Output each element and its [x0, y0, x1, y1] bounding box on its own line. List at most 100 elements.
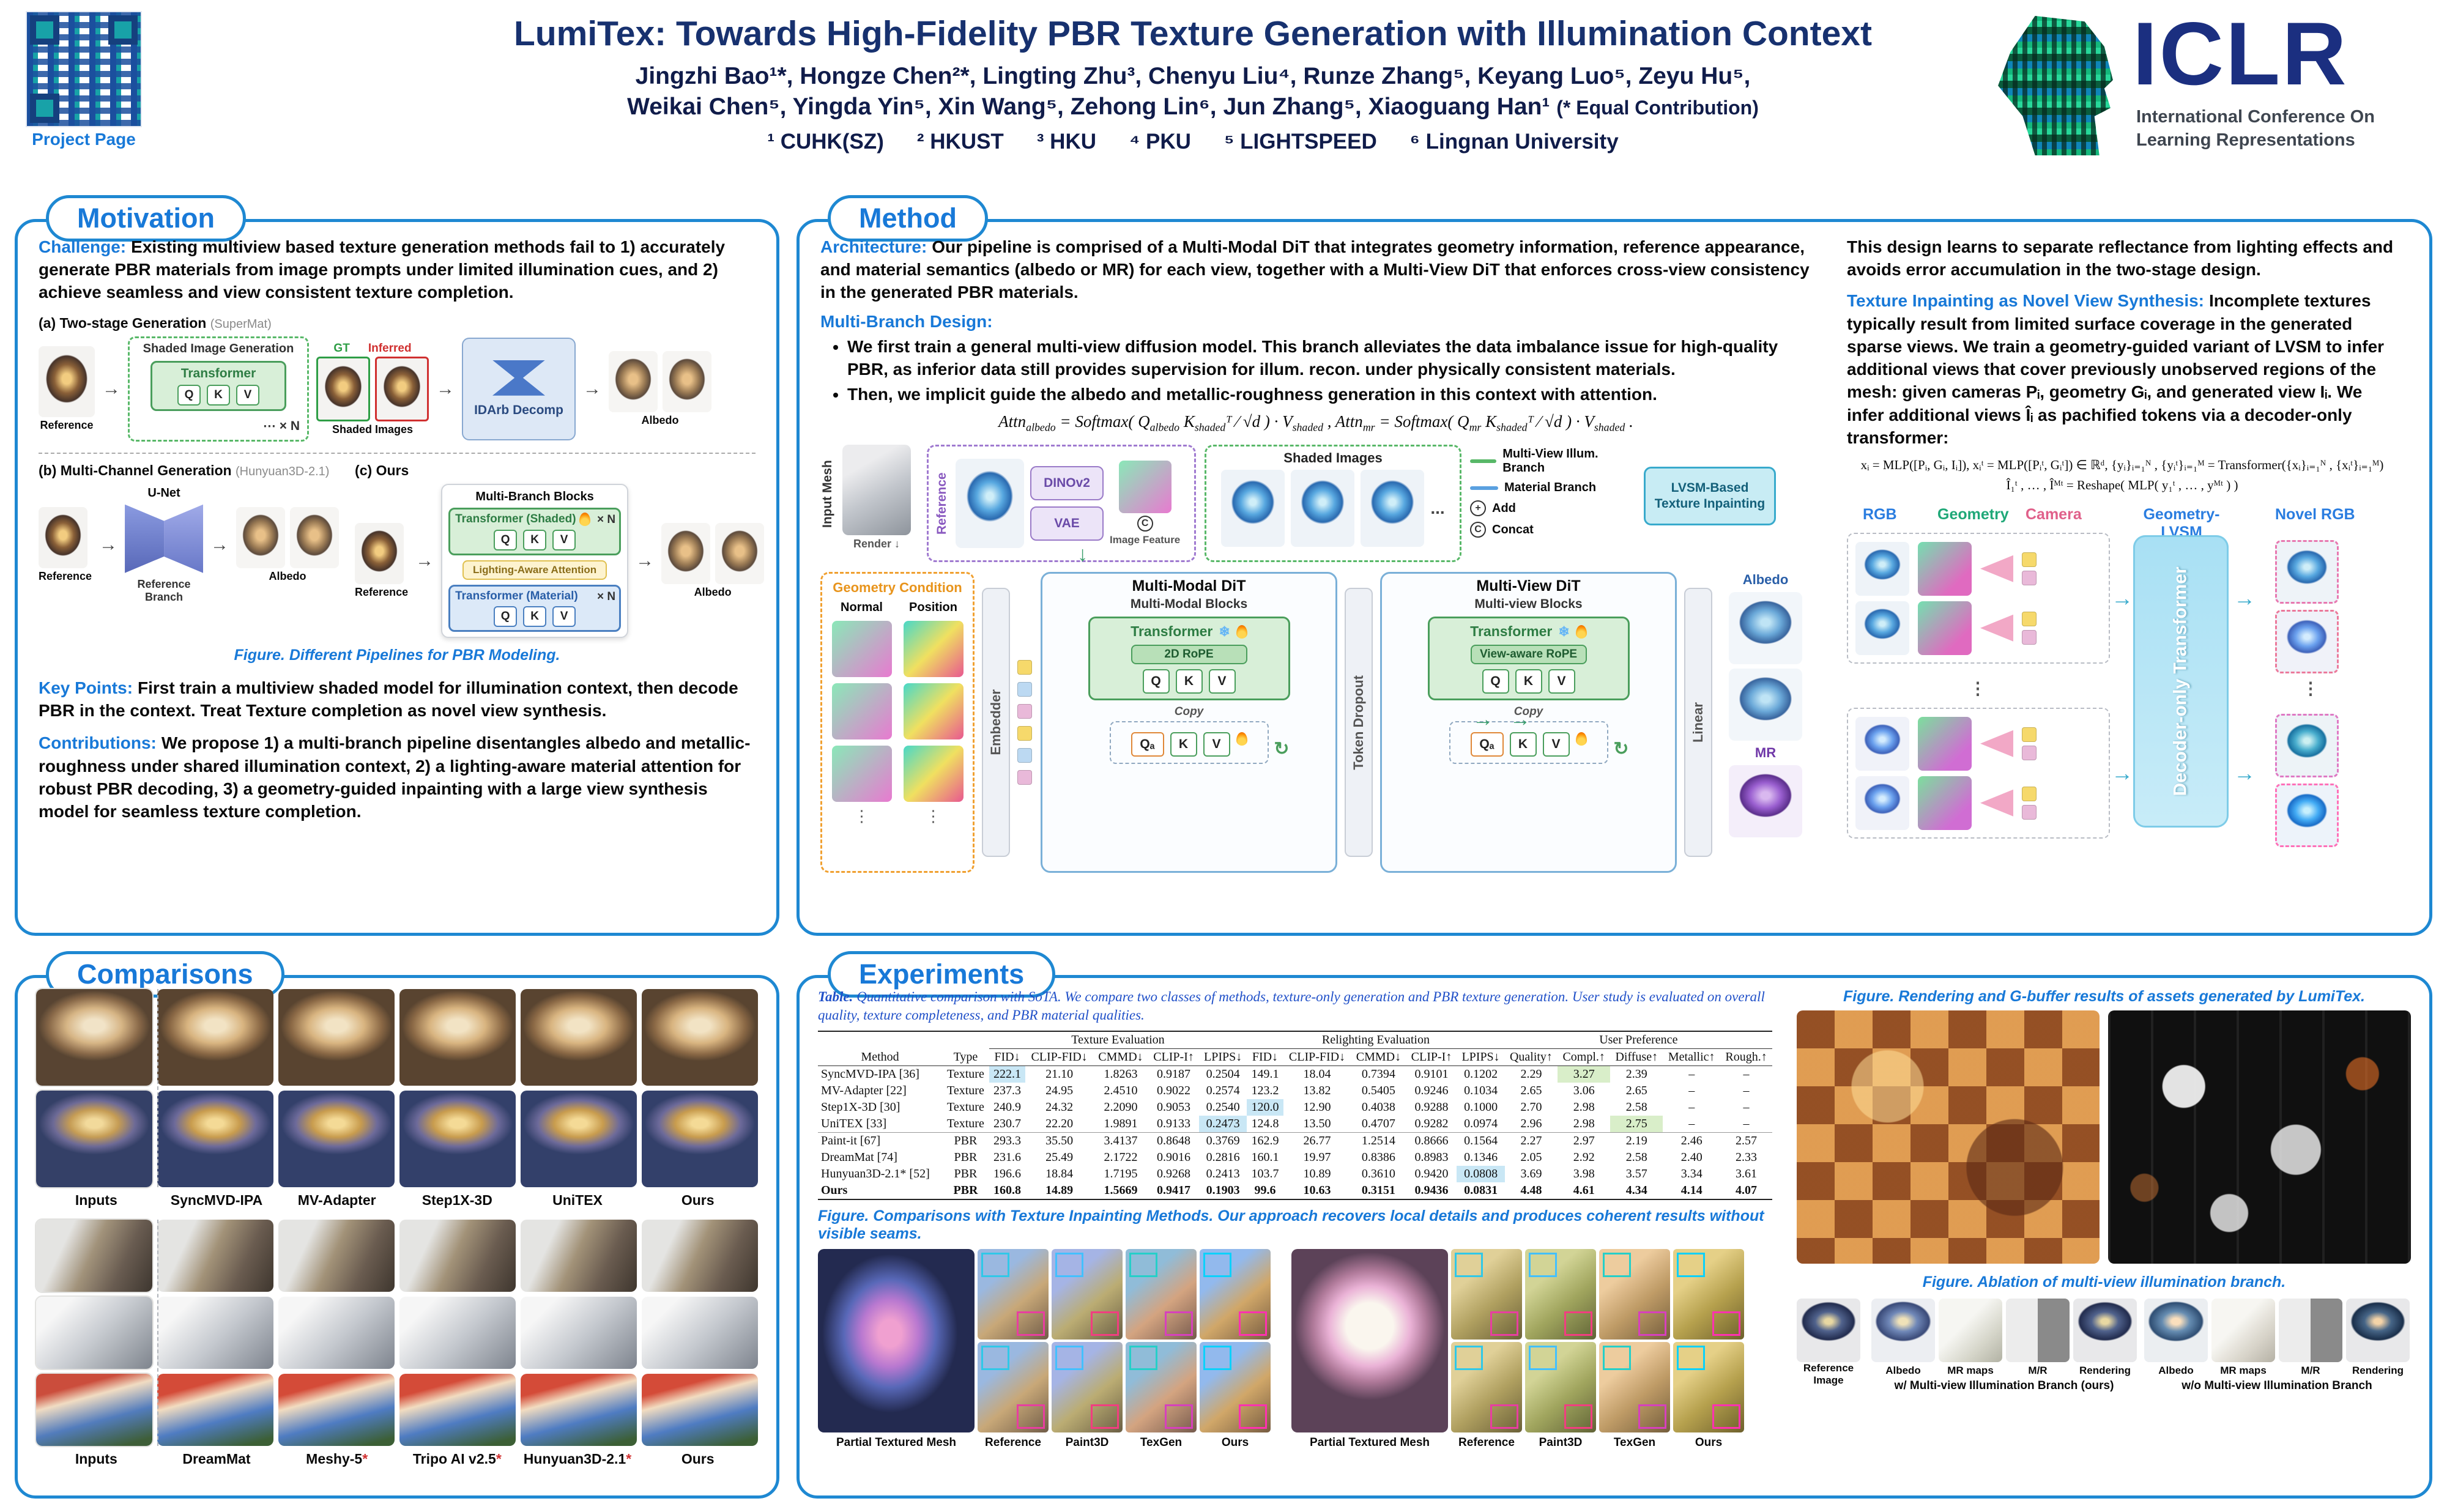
comparison-image — [35, 1373, 154, 1447]
experiments-panel: Experiments Table.Quantitative compariso… — [796, 951, 2432, 1499]
project-page-qr-code — [26, 11, 142, 127]
label-line: (Material) — [526, 589, 578, 602]
image-feature-group: C Image Feature — [1110, 461, 1180, 546]
project-page-link[interactable]: Project Page — [32, 130, 136, 149]
ablation-image — [1797, 1299, 1860, 1362]
formula-segment: K — [1179, 412, 1195, 431]
value-cell: 2.29 — [1520, 1067, 1542, 1081]
figure-subtitle: (Hunyuan3D-2.1) — [236, 464, 330, 478]
architecture-paragraph: Architecture:Our pipeline is comprised o… — [820, 235, 1811, 304]
value-cell: 2.46 — [1663, 1132, 1721, 1149]
geometry-view-image — [1918, 601, 1972, 655]
flame-icon — [579, 512, 590, 526]
reference-caption: Reference — [355, 585, 409, 598]
shaded-thumbnails — [316, 356, 429, 421]
figure-a-diagram: Reference → Shaded Image Generation Tran… — [39, 336, 756, 442]
value-cell: 2.58 — [1625, 1100, 1647, 1114]
text-segment: for seamless texture completion. — [89, 802, 362, 821]
text-segment: for robust PBR decoding, 3) a geometry-g… — [39, 756, 741, 798]
method-cell: Paint-it [67] — [818, 1132, 943, 1149]
inpaint-crop-image — [1126, 1248, 1197, 1340]
camera-header: Camera — [2026, 506, 2082, 524]
ablation-group-caption: w/ Multi-view Illumination Branch (ours) — [1894, 1379, 2114, 1392]
legend-material-branch: Material Branch — [1470, 481, 1635, 495]
value-cell: 10.89 — [1303, 1166, 1331, 1180]
comparison-image — [278, 1220, 395, 1292]
concat-icon: C — [1470, 522, 1486, 538]
figure-label: Partial Textured Mesh — [836, 1436, 957, 1449]
camera-frustum-icon — [1980, 614, 2013, 642]
value-cell: 25.49 — [1045, 1150, 1074, 1164]
ablation-image — [1871, 1299, 1935, 1362]
method-label-text: Inputs — [75, 1451, 117, 1467]
position-column: Position ⋮ — [903, 601, 964, 824]
method-label: Inputs — [75, 1192, 117, 1208]
comparison-image — [399, 1297, 516, 1369]
albedo-image — [290, 506, 340, 568]
value-cell: 0.8648 — [1148, 1132, 1200, 1149]
authors-line-2-text: Weikai Chen⁵, Yingda Yin⁵, Xin Wang⁵, Ze… — [627, 93, 1557, 120]
figure-title: Ours — [376, 462, 409, 478]
method-label-text: Ours — [681, 1451, 715, 1467]
figure-caption-label: Figure. — [818, 1207, 869, 1225]
token-column — [2022, 786, 2037, 820]
method-cell: UniTEX [33] — [821, 1116, 887, 1130]
token-column — [2022, 727, 2037, 760]
value-cell: 2.98 — [1573, 1116, 1595, 1130]
lvsm-group-1 — [1847, 708, 2110, 839]
ablation-label: M/R — [2028, 1365, 2048, 1376]
value-cell: 0.3610 — [1361, 1166, 1395, 1180]
table-col-header: CMMD↓ — [1098, 1050, 1143, 1064]
figure-label: Ours — [1221, 1436, 1249, 1449]
unet-block: U-Net Reference Branch — [125, 486, 204, 604]
affiliation: ⁴ PKU — [1129, 130, 1191, 154]
method-cell: MV-Adapter [22] — [821, 1083, 907, 1097]
value-cell: 4.14 — [1680, 1183, 1703, 1197]
value-cell: 160.8 — [993, 1183, 1021, 1197]
table-caption: Table.Quantitative comparison with SoTA.… — [818, 988, 1772, 1025]
figure-subtitle: (SuperMat) — [210, 317, 272, 331]
table-col-header: CMMD↓ — [1356, 1050, 1402, 1064]
formula-sub: mr — [1469, 421, 1482, 434]
inferred-label: Inferred — [368, 341, 412, 355]
token-icon — [1017, 748, 1032, 763]
albedo-image — [663, 350, 711, 412]
figure-label: TexGen — [1140, 1436, 1183, 1449]
value-cell: 0.1000 — [1464, 1100, 1498, 1114]
arrow-icon: → — [210, 534, 229, 555]
formula-segment: K — [1481, 412, 1497, 431]
value-cell: 0.9022 — [1157, 1083, 1191, 1097]
value-cell: 22.20 — [1045, 1116, 1074, 1130]
ablation-group-caption: w/o Multi-view Illumination Branch — [2182, 1379, 2372, 1392]
inpaint-crop-image — [1200, 1341, 1271, 1432]
table-col-header: Quality↑ — [1509, 1050, 1553, 1064]
inpaint-crop-image — [1126, 1341, 1197, 1432]
figure-label: Reference — [985, 1436, 1041, 1449]
v-box: V — [1542, 732, 1570, 757]
geometry-thumb — [903, 683, 964, 740]
v-box: V — [1548, 669, 1575, 694]
comparison-image — [642, 989, 758, 1086]
transformer-title-row: Transformer❄ — [1436, 623, 1622, 640]
qr-finder-icon — [108, 15, 138, 45]
value-cell: 2.4510 — [1104, 1083, 1138, 1097]
value-cell: 0.9436 — [1414, 1183, 1449, 1197]
reference-input: Reference — [39, 506, 92, 583]
ablation-label: Rendering — [2352, 1365, 2404, 1376]
value-cell: 10.63 — [1303, 1183, 1331, 1197]
formula-sub: albedo — [1026, 421, 1056, 434]
comparison-image — [157, 1091, 273, 1187]
value-cell: 0.1034 — [1464, 1083, 1498, 1097]
motivation-section-title: Motivation — [46, 195, 246, 242]
table-group-header: Relighting Evaluation — [1247, 1031, 1505, 1049]
iclr-logo-subtitle: International Conference On Learning Rep… — [2136, 105, 2375, 152]
value-cell: 3.34 — [1680, 1166, 1703, 1180]
v-box: V — [552, 529, 576, 550]
figure-caption-text: Rendering and G-buffer results of assets… — [1894, 988, 2365, 1005]
token-icon — [1017, 770, 1032, 785]
architecture-label: Architecture: — [820, 237, 927, 256]
